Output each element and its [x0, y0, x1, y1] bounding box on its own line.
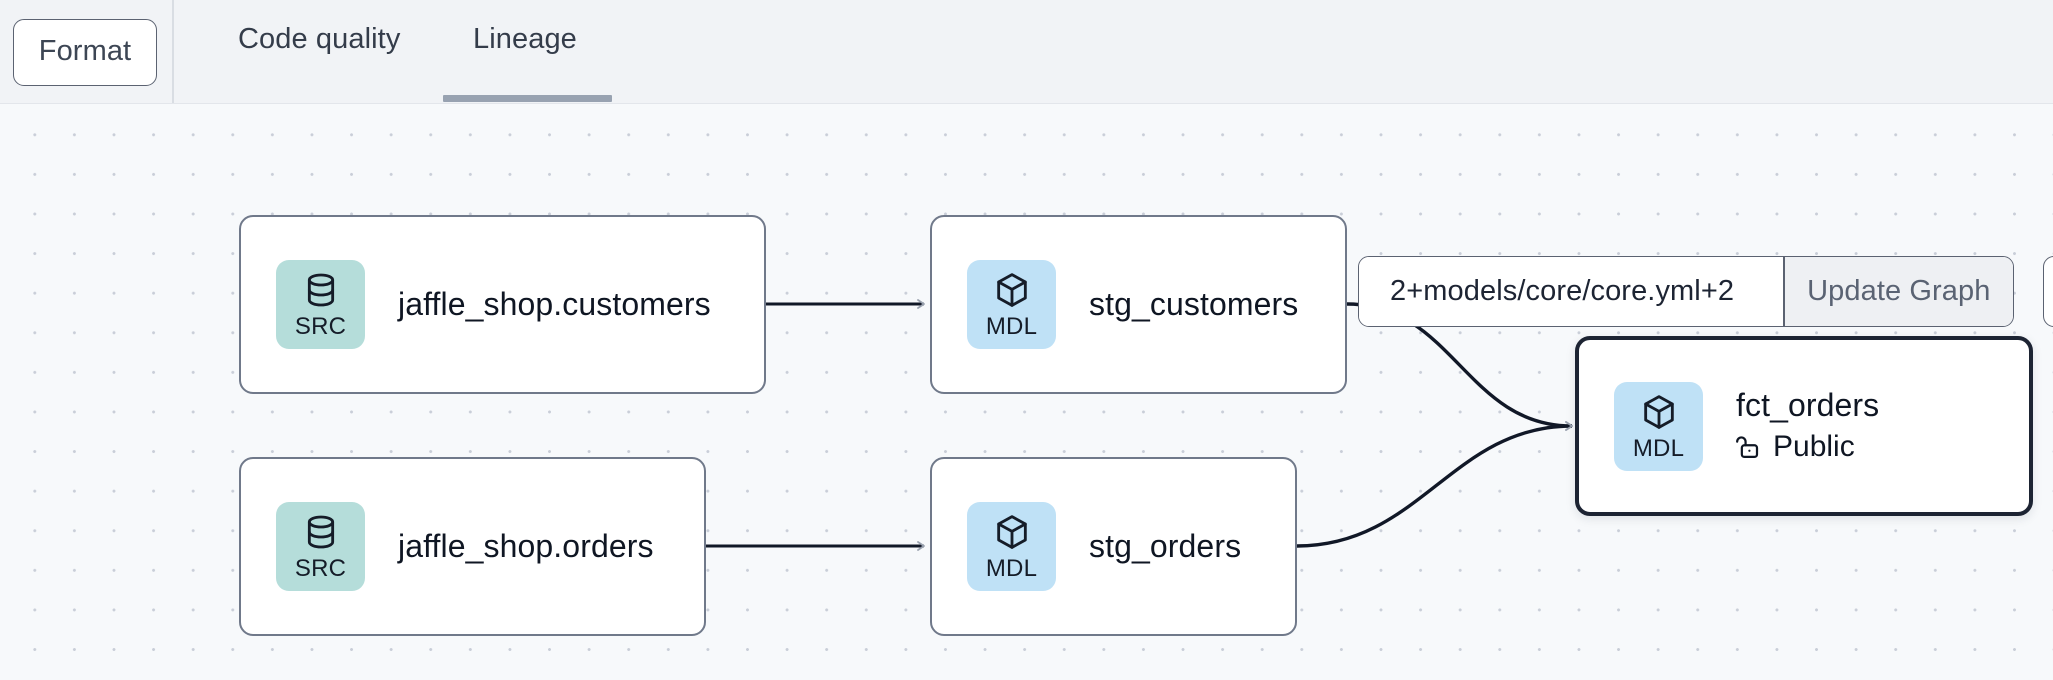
badge-src: SRC [276, 502, 365, 591]
unlock-icon [1736, 436, 1759, 458]
node-src-orders[interactable]: SRC jaffle_shop.orders [239, 457, 706, 636]
node-stg-customers[interactable]: MDL stg_customers [930, 215, 1347, 394]
node-title: jaffle_shop.customers [398, 285, 711, 322]
toolbar-divider [172, 0, 174, 103]
active-tab-underline [443, 95, 612, 102]
node-body: jaffle_shop.orders [398, 527, 654, 565]
badge-mdl: MDL [967, 502, 1056, 591]
cube-icon [1643, 394, 1674, 429]
node-body: fct_orders Public [1736, 387, 1880, 464]
tab-lineage[interactable]: Lineage [473, 23, 577, 55]
update-graph-button[interactable]: Update Graph [1784, 257, 2013, 326]
node-body: jaffle_shop.customers [398, 285, 711, 323]
control-separator [1783, 257, 1785, 326]
lineage-canvas[interactable]: SRC jaffle_shop.customers SRC jaffle_sho… [0, 104, 2053, 680]
badge-label: MDL [985, 555, 1038, 582]
node-fct-orders[interactable]: MDL fct_orders Public [1575, 336, 2033, 516]
node-title: fct_orders [1736, 387, 1880, 424]
node-title: stg_customers [1089, 285, 1299, 322]
cube-icon [996, 273, 1027, 307]
badge-label: SRC [294, 313, 347, 340]
badge-label: SRC [294, 555, 347, 582]
tab-code-quality[interactable]: Code quality [238, 23, 401, 55]
database-icon [307, 273, 334, 307]
node-access: Public [1736, 430, 1879, 464]
badge-mdl: MDL [1614, 381, 1703, 471]
badge-mdl: MDL [967, 260, 1056, 349]
node-body: stg_customers [1089, 285, 1299, 323]
node-title: stg_orders [1089, 527, 1242, 564]
top-toolbar: Format Code quality Lineage [0, 0, 2053, 104]
side-panel-edge[interactable] [2043, 256, 2053, 327]
edge-stg-orders-fct-orders [1296, 421, 1573, 548]
node-body: stg_orders [1089, 527, 1242, 565]
badge-label: MDL [1632, 434, 1685, 462]
graph-control: Update Graph [1358, 256, 2014, 327]
format-button[interactable]: Format [13, 19, 157, 86]
node-stg-orders[interactable]: MDL stg_orders [930, 457, 1297, 636]
badge-label: MDL [985, 313, 1038, 340]
node-src-customers[interactable]: SRC jaffle_shop.customers [239, 215, 766, 394]
node-access-label: Public [1773, 429, 1855, 463]
node-title: jaffle_shop.orders [398, 527, 654, 564]
selector-input[interactable] [1359, 257, 1783, 326]
database-icon [307, 515, 334, 549]
badge-src: SRC [276, 260, 365, 349]
cube-icon [996, 515, 1027, 549]
